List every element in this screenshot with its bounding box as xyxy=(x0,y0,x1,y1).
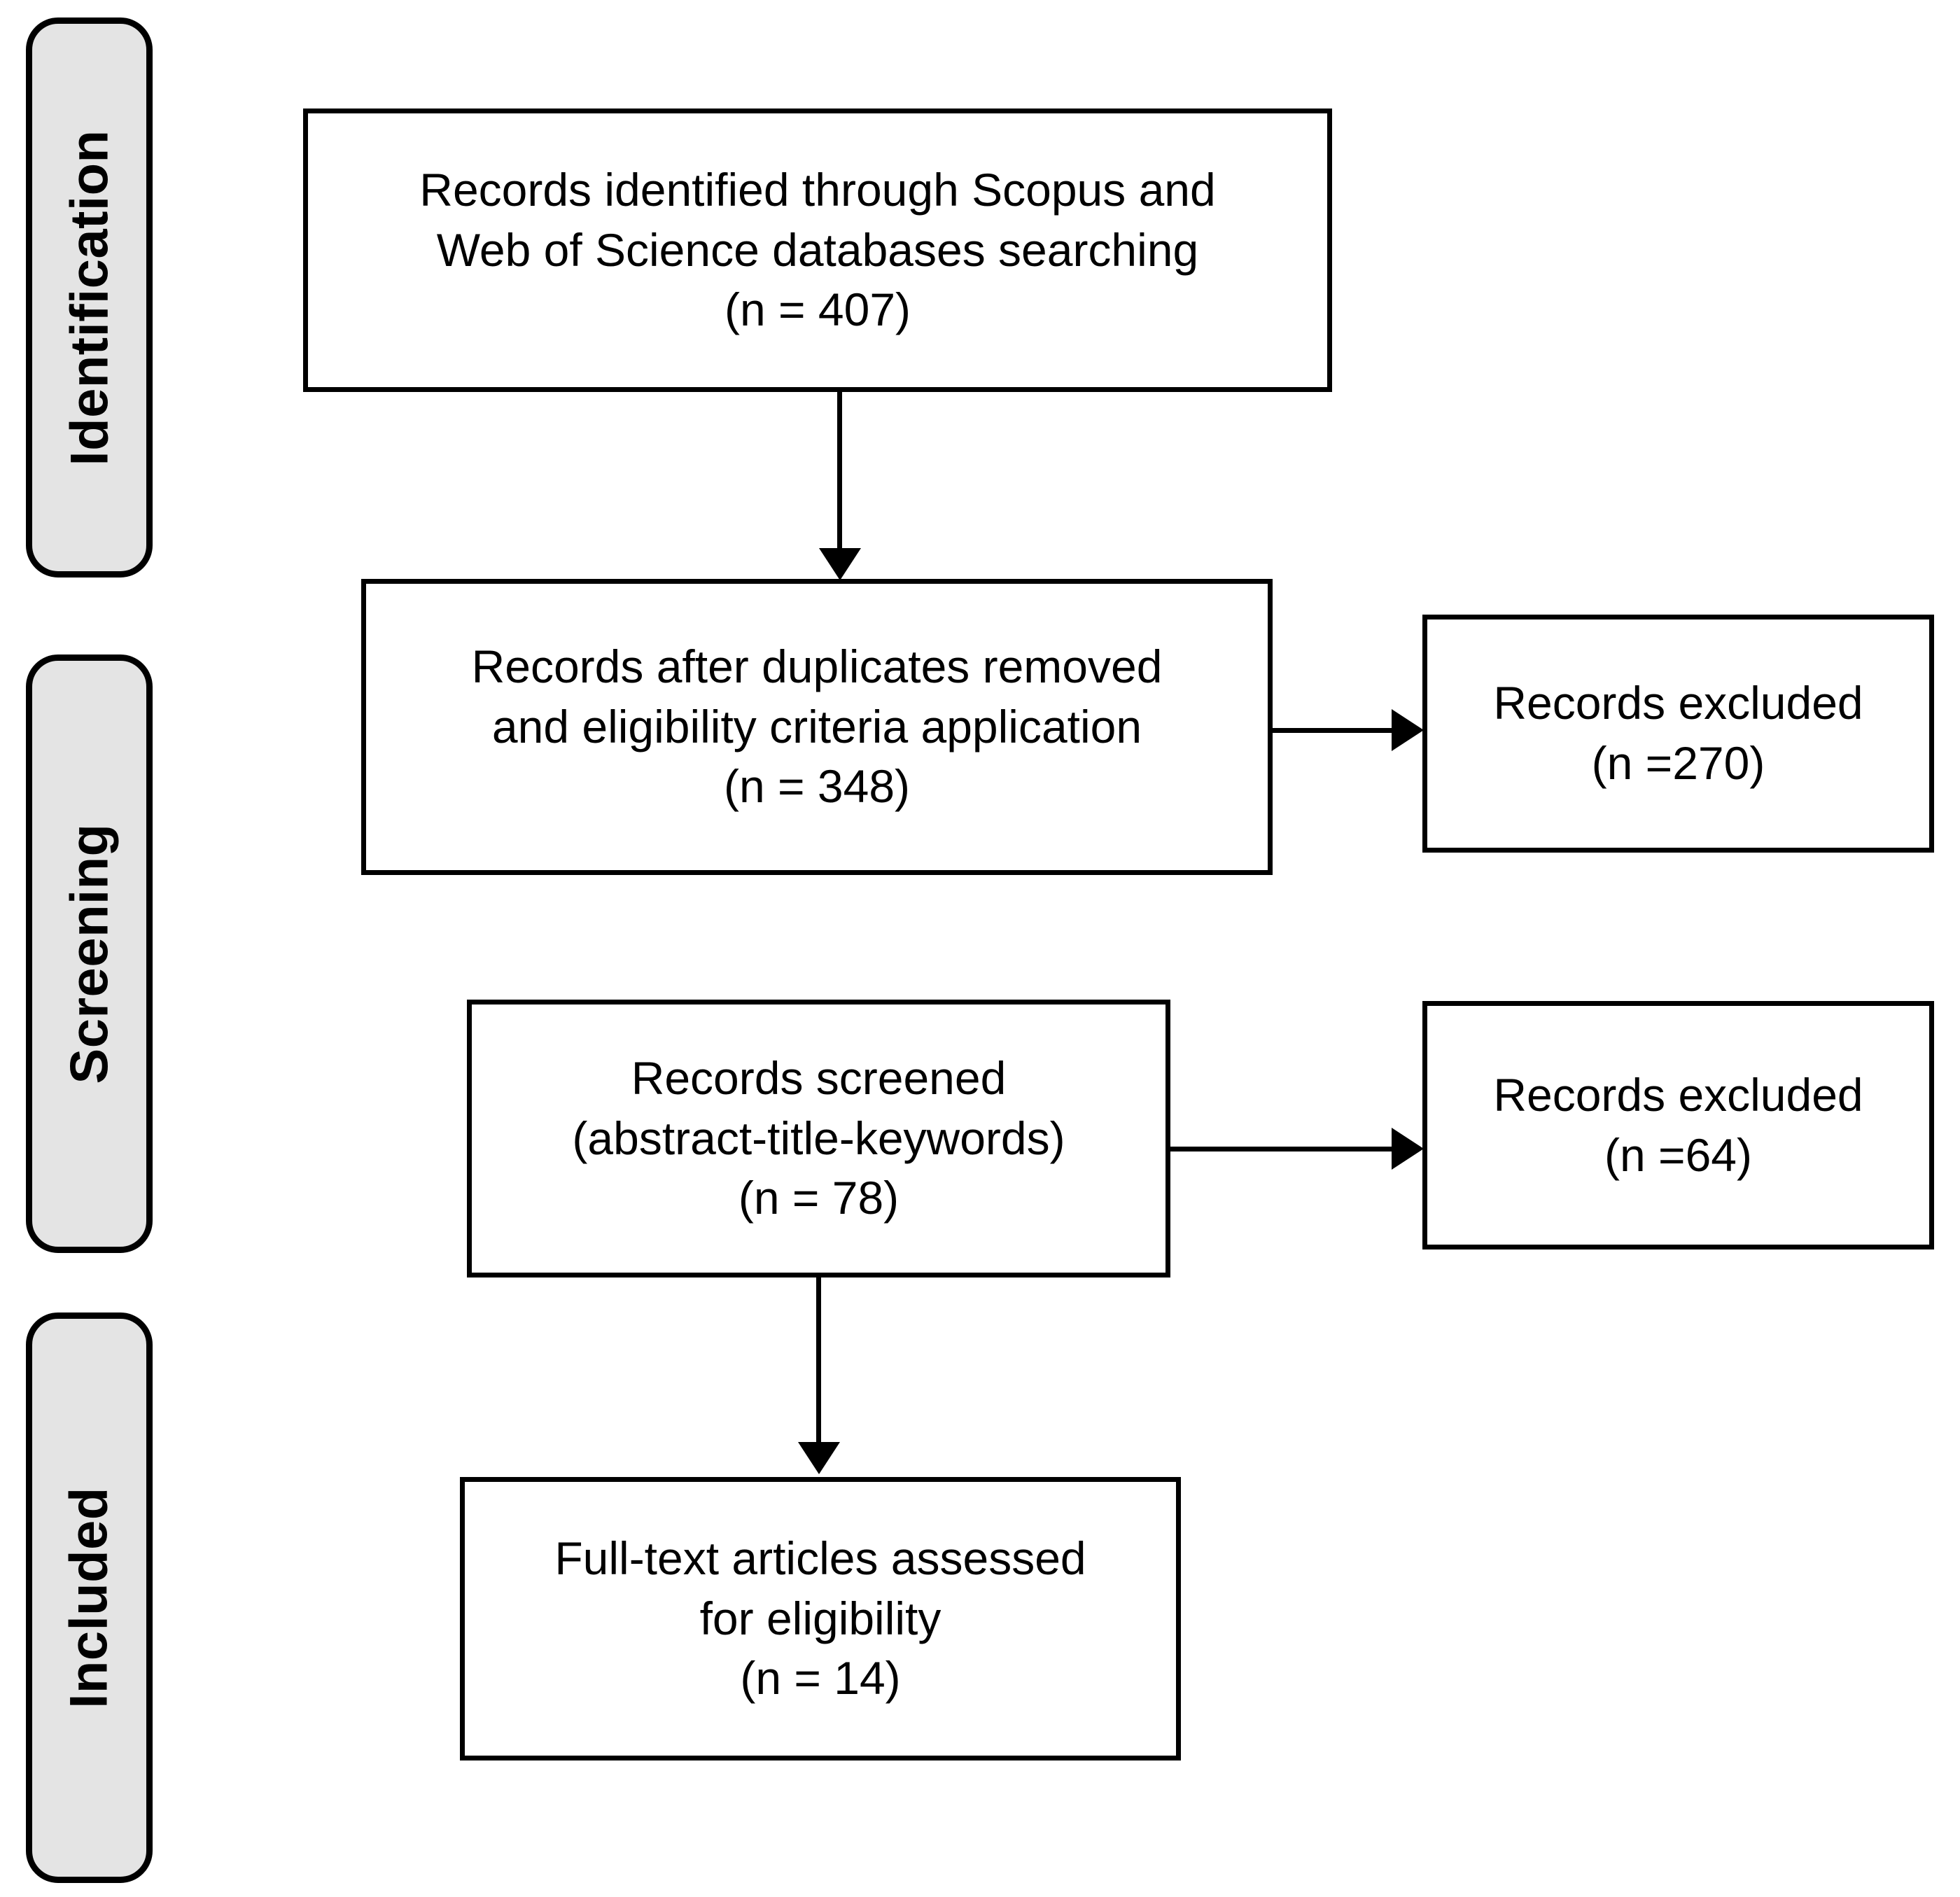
box-records-screened-line-3: (n = 78) xyxy=(738,1172,899,1224)
connector-identified-to-after-duplicates-line xyxy=(837,392,842,553)
box-records-screened: Records screened (abstract-title-keyword… xyxy=(467,1000,1170,1278)
box-records-screened-line-2: (abstract-title-keywords) xyxy=(572,1112,1065,1164)
phase-tab-identification: Identification xyxy=(26,18,153,578)
box-records-identified-line-1: Records identified through Scopus and xyxy=(419,163,1216,216)
box-records-identified-line-3: (n = 407) xyxy=(724,284,911,336)
box-full-text-assessed: Full-text articles assessed for eligibil… xyxy=(460,1477,1181,1760)
box-records-screened-line-1: Records screened xyxy=(631,1051,1007,1104)
box-records-excluded-second-line-1: Records excluded xyxy=(1493,1068,1863,1121)
phase-tab-screening: Screening xyxy=(26,654,153,1253)
connector-after-duplicates-to-excluded-first-line xyxy=(1273,728,1395,733)
box-records-excluded-first-line-2: (n =270) xyxy=(1591,737,1765,789)
connector-after-duplicates-to-excluded-first-arrowhead xyxy=(1392,709,1424,751)
connector-screened-to-full-text-line xyxy=(816,1278,821,1446)
box-records-after-duplicates: Records after duplicates removed and eli… xyxy=(361,579,1273,875)
box-records-excluded-first: Records excluded (n =270) xyxy=(1422,615,1934,853)
phase-tab-included-label: Included xyxy=(59,1487,119,1709)
connector-screened-to-excluded-second-arrowhead xyxy=(1392,1128,1424,1170)
box-records-excluded-second: Records excluded (n =64) xyxy=(1422,1001,1934,1250)
connector-screened-to-excluded-second-line xyxy=(1170,1147,1395,1152)
box-records-after-duplicates-line-3: (n = 348) xyxy=(724,760,910,813)
box-full-text-assessed-line-3: (n = 14) xyxy=(740,1652,901,1704)
box-records-after-duplicates-line-1: Records after duplicates removed xyxy=(471,640,1163,692)
box-records-excluded-second-line-2: (n =64) xyxy=(1604,1128,1752,1181)
box-records-identified-line-2: Web of Science databases searching xyxy=(436,223,1199,276)
phase-tab-identification-label: Identification xyxy=(59,130,120,465)
box-records-after-duplicates-line-2: and eligibility criteria application xyxy=(491,700,1142,752)
phase-tab-screening-label: Screening xyxy=(59,823,119,1084)
box-full-text-assessed-line-1: Full-text articles assessed xyxy=(554,1532,1086,1584)
phase-tab-included: Included xyxy=(26,1312,153,1883)
connector-screened-to-full-text-arrowhead xyxy=(798,1442,840,1474)
box-full-text-assessed-line-2: for eligibility xyxy=(699,1592,941,1644)
connector-identified-to-after-duplicates-arrowhead xyxy=(819,548,861,580)
box-records-identified: Records identified through Scopus and We… xyxy=(303,108,1332,392)
box-records-excluded-first-line-1: Records excluded xyxy=(1493,677,1863,729)
